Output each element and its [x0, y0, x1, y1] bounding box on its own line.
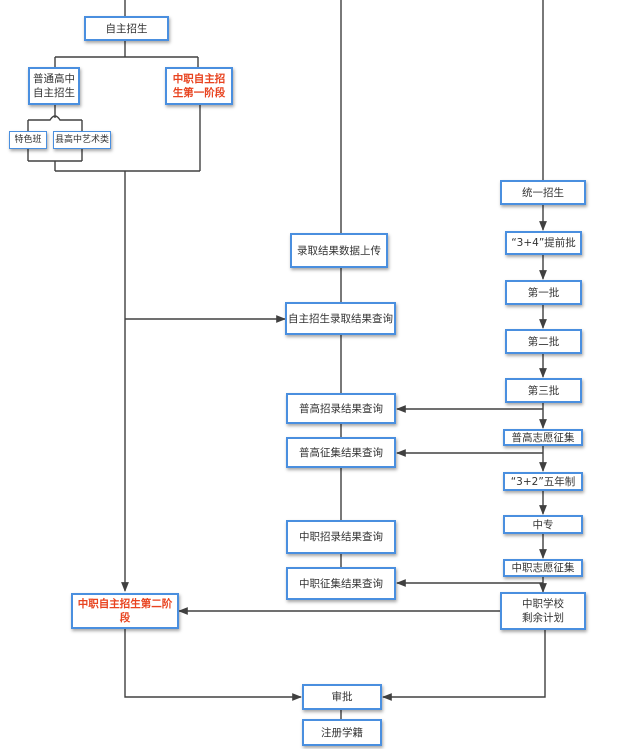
node-pugao-zhengji-chaxun: 普高征集结果查询 [286, 437, 396, 468]
node-3plus2: “3+2”五年制 [503, 472, 583, 491]
connector-stage2-to-shenpi [124, 629, 302, 701]
node-luqu-shangchuan: 录取结果数据上传 [290, 233, 388, 268]
node-zhongzhi-zhaolu-chaxun: 中职招录结果查询 [286, 520, 396, 554]
node-zhuce-xueji: 注册学籍 [302, 719, 382, 746]
node-zhongzhi-zhengji-chaxun: 中职征集结果查询 [286, 567, 396, 600]
node-pugao-zhiyuan-zhengji: 普高志愿征集 [503, 429, 583, 446]
node-diyi-pi: 第一批 [505, 280, 582, 305]
node-dier-pi: 第二批 [505, 329, 582, 354]
connector-shengyu-to-shenpi [382, 630, 546, 701]
node-3plus4: “3+4”提前批 [505, 231, 582, 255]
node-disan-pi: 第三批 [505, 378, 582, 403]
node-zizhu-zhaosheng: 自主招生 [84, 16, 169, 41]
node-tongyi-zhaosheng: 统一招生 [500, 180, 586, 205]
node-tesebang: 特色班 [9, 131, 47, 149]
node-zhongzhi-zhiyuan-zhengji: 中职志愿征集 [503, 559, 583, 577]
node-shenpi: 审批 [302, 684, 382, 710]
node-zhongzhi-stage2: 中职自主招生第二阶 段 [71, 593, 179, 629]
node-putong-gaozhong: 普通高中 自主招生 [28, 67, 80, 105]
node-zhongzhuan: 中专 [503, 515, 583, 534]
node-zizhu-chaxun: 自主招生录取结果查询 [285, 302, 396, 335]
node-pugao-zhaolu-chaxun: 普高招录结果查询 [286, 393, 396, 424]
node-gaozhong-yishu: 县高中艺术类 [53, 131, 111, 149]
node-zhongzhi-stage1: 中职自主招 生第一阶段 [165, 67, 233, 105]
connector-sub-bar [28, 115, 82, 121]
node-zhongzhi-shengyu: 中职学校 剩余计划 [500, 592, 586, 630]
